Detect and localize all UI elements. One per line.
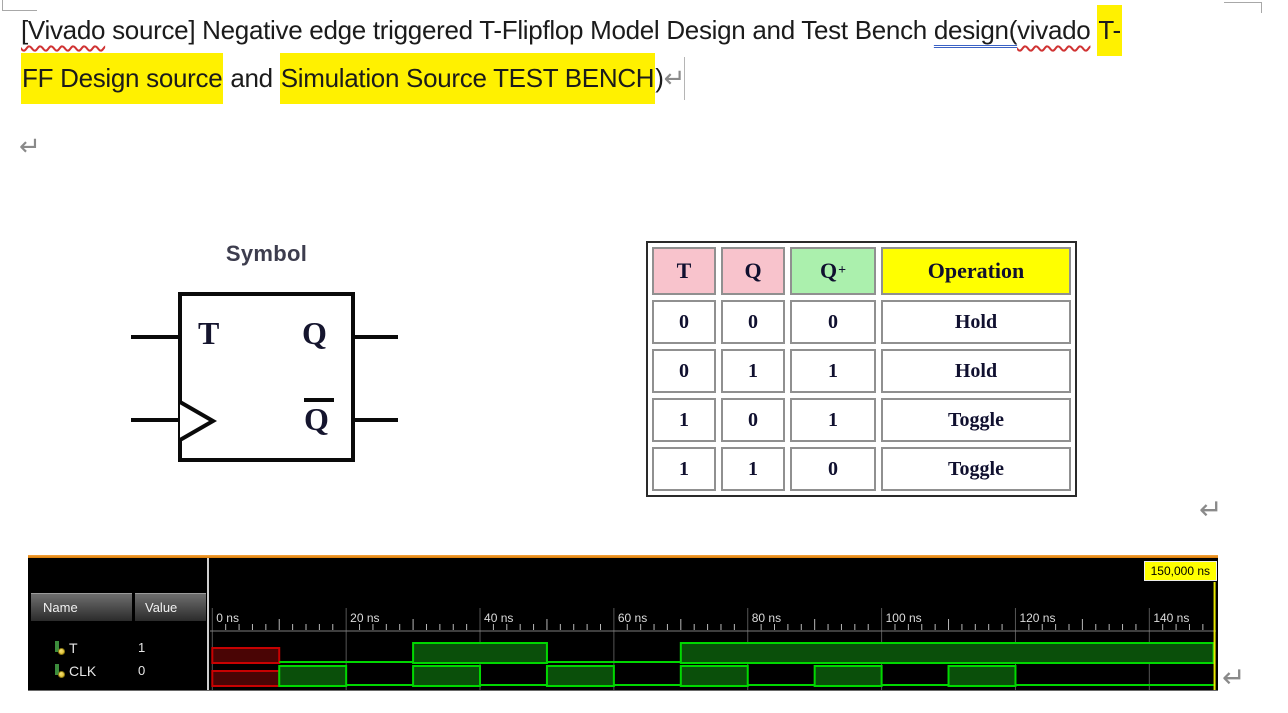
truth-table-header: Q+ bbox=[790, 247, 876, 295]
q-output-label: Q bbox=[302, 315, 327, 351]
truth-table-cell: 1 bbox=[790, 349, 876, 393]
svg-text:100 ns: 100 ns bbox=[886, 611, 922, 625]
truth-table-cell: 0 bbox=[721, 300, 785, 344]
truth-table-cell: 1 bbox=[721, 447, 785, 491]
value-column-header: Value bbox=[135, 593, 206, 621]
page-corner-mark-topright-v bbox=[1261, 2, 1262, 13]
truth-table-header: Q bbox=[721, 247, 785, 295]
truth-table-cell: 0 bbox=[652, 349, 716, 393]
svg-text:80 ns: 80 ns bbox=[752, 611, 781, 625]
q-complement-label: Q bbox=[304, 401, 329, 437]
single-bit-signal-icon bbox=[52, 664, 65, 678]
truth-table-cell: 0 bbox=[721, 398, 785, 442]
truth-table-cell: 1 bbox=[652, 398, 716, 442]
signal-value: 0 bbox=[138, 663, 146, 678]
t-input-label: T bbox=[198, 315, 220, 351]
title-text-segment: source] Negative edge triggered T-Flipfl… bbox=[105, 15, 934, 45]
paragraph-mark: ↵ bbox=[1222, 662, 1246, 693]
signal-row-clk[interactable]: CLK 0 bbox=[28, 663, 206, 679]
title-text-segment: ) bbox=[655, 63, 664, 93]
text-cursor bbox=[684, 57, 685, 100]
svg-text:20 ns: 20 ns bbox=[350, 611, 379, 625]
sim-time-badge: 150,000 ns bbox=[1143, 561, 1217, 581]
svg-text:140 ns: 140 ns bbox=[1153, 611, 1189, 625]
panel-top-border bbox=[28, 555, 1218, 558]
truth-table-cell: 1 bbox=[790, 398, 876, 442]
paragraph-mark: ↵ bbox=[663, 63, 686, 93]
page-corner-mark-topleft-h bbox=[2, 10, 37, 11]
signal-name: T bbox=[69, 640, 78, 656]
highlighted-text: T- bbox=[1097, 5, 1122, 56]
truth-table-cell: Toggle bbox=[881, 447, 1071, 491]
page-corner-mark-topright-h bbox=[1224, 2, 1262, 3]
svg-text:120 ns: 120 ns bbox=[1019, 611, 1055, 625]
truth-table-cell: Hold bbox=[881, 349, 1071, 393]
title-line-1[interactable]: [Vivado source] Negative edge triggered … bbox=[21, 5, 1236, 56]
truth-table-cell: Hold bbox=[881, 300, 1071, 344]
title-text-segment: vivado bbox=[1017, 15, 1091, 45]
highlighted-text: FF Design source bbox=[21, 53, 224, 104]
figure-caption: Symbol bbox=[225, 241, 308, 266]
svg-text:60 ns: 60 ns bbox=[618, 611, 647, 625]
title-text-segment: design( bbox=[933, 15, 1018, 45]
flipflop-body bbox=[178, 292, 355, 462]
truth-table-cell: 0 bbox=[652, 300, 716, 344]
title-text-segment: [Vivado bbox=[21, 15, 106, 45]
truth-table-cell: 0 bbox=[790, 447, 876, 491]
tff-symbol-figure[interactable]: Symbol T Q Q bbox=[131, 241, 401, 471]
q-output-wire bbox=[355, 335, 398, 339]
title-text-segment: and bbox=[223, 63, 280, 93]
truth-table-header: Operation bbox=[881, 247, 1071, 295]
single-bit-signal-icon bbox=[52, 641, 65, 655]
waveform-plot: 0 ns 20 ns 40 ns 60 ns 80 ns 100 ns 120 ns 140 … bbox=[210, 582, 1216, 690]
paragraph-mark: ↵ bbox=[19, 131, 41, 161]
panel-splitter bbox=[207, 558, 209, 690]
clock-input-wire bbox=[131, 418, 178, 422]
title-line-2[interactable]: FF Design source and Simulation Source T… bbox=[21, 53, 1236, 104]
q-complement-overline bbox=[304, 398, 334, 402]
paragraph-mark: ↵ bbox=[1199, 494, 1223, 525]
qbar-output-wire bbox=[355, 418, 398, 422]
truth-table-cell: 1 bbox=[721, 349, 785, 393]
clock-edge-triangle-icon bbox=[179, 400, 217, 442]
truth-table-cell: 0 bbox=[790, 300, 876, 344]
truth-table-cell: 1 bbox=[652, 447, 716, 491]
highlighted-text: Simulation Source TEST BENCH bbox=[279, 53, 656, 104]
signal-name: CLK bbox=[69, 663, 97, 679]
truth-table-header: T bbox=[652, 247, 716, 295]
t-input-wire bbox=[131, 335, 178, 339]
truth-table-cell: Toggle bbox=[881, 398, 1071, 442]
svg-text:40 ns: 40 ns bbox=[484, 611, 513, 625]
page-corner-mark-topleft-v bbox=[2, 0, 3, 10]
signal-value: 1 bbox=[138, 640, 146, 655]
svg-text:0 ns: 0 ns bbox=[216, 611, 239, 625]
name-column-header: Name bbox=[31, 593, 132, 621]
